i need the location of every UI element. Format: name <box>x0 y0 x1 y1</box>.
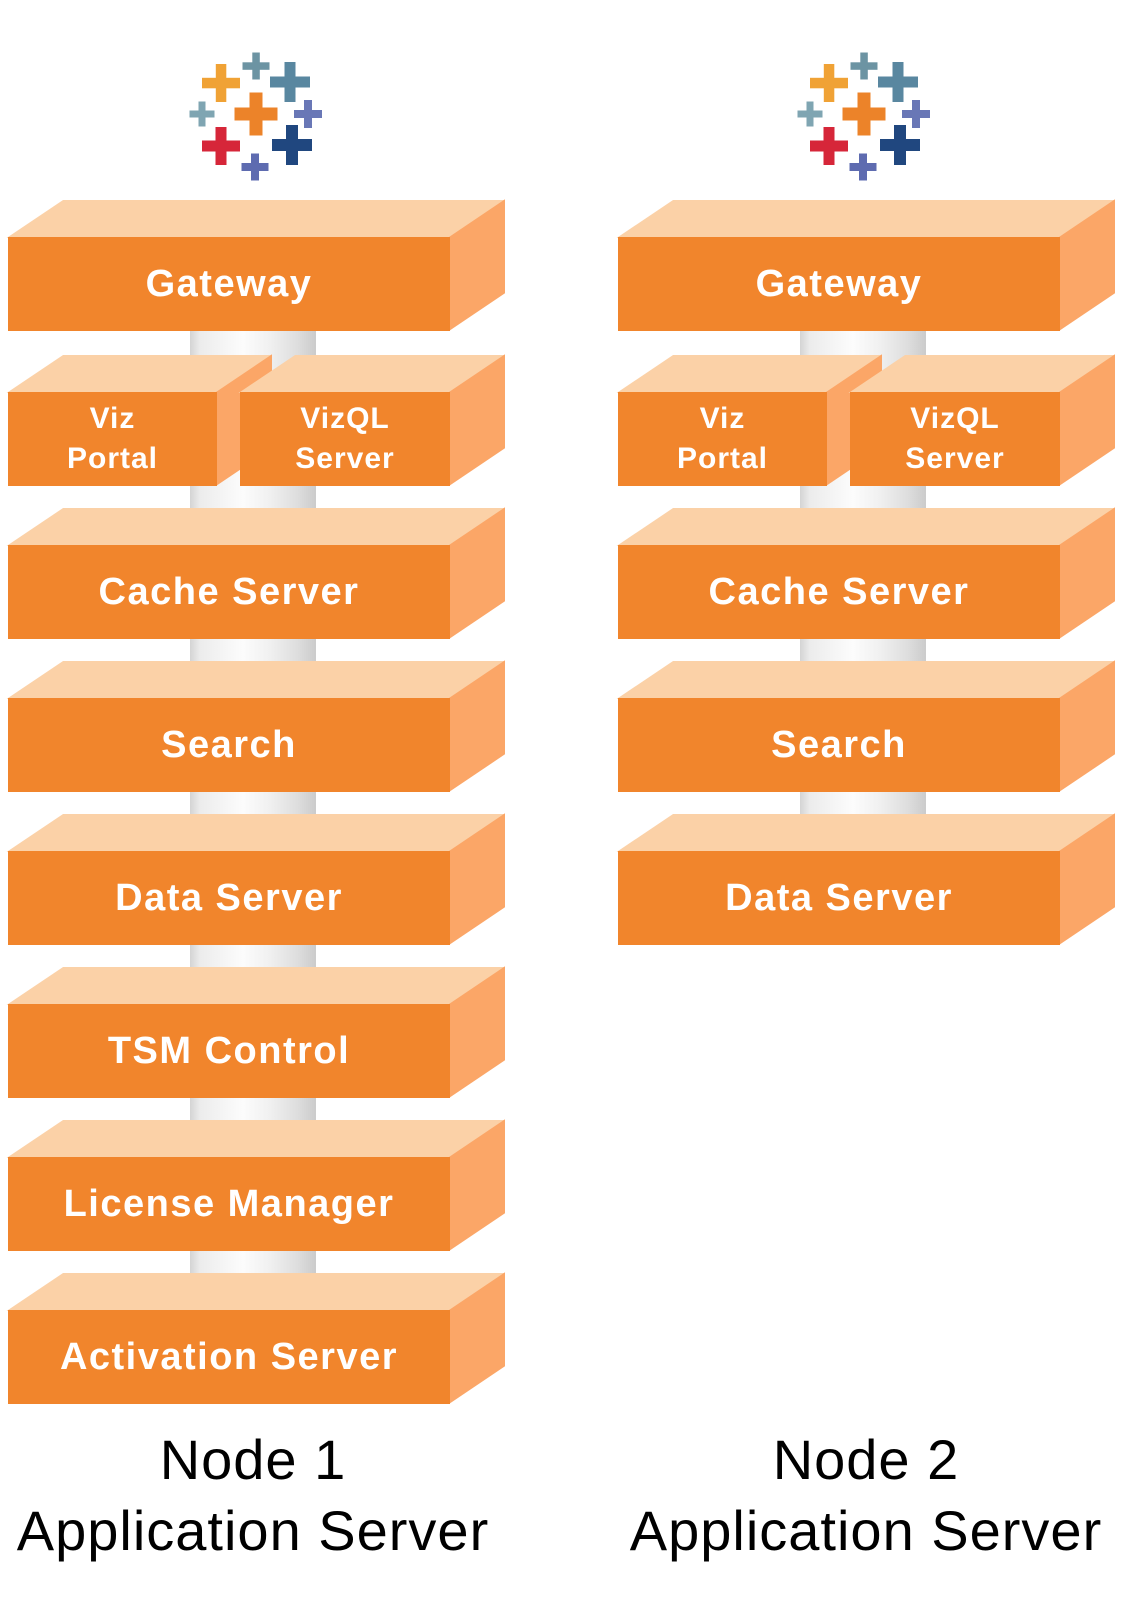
block-label: Cache Server <box>98 570 360 613</box>
block-label: Viz Portal <box>676 402 769 475</box>
block-label: TSM Control <box>107 1029 351 1072</box>
block-front-face: VizQL Server <box>850 392 1060 486</box>
block-front-face: Cache Server <box>618 545 1060 639</box>
block-front-face: Cache Server <box>8 545 450 639</box>
block-top-face <box>6 661 506 699</box>
block-label: License Manager <box>63 1182 395 1225</box>
block-label: Activation Server <box>59 1335 399 1378</box>
block-front-face: Data Server <box>618 851 1060 945</box>
block-label: Data Server <box>115 876 343 919</box>
block-label: Gateway <box>145 262 313 305</box>
tableau-logo <box>189 52 322 181</box>
block-front-face: Gateway <box>618 237 1060 331</box>
block-top-face <box>6 1273 506 1311</box>
node2-caption: Node 2 Application Server <box>556 1424 1127 1566</box>
caption-line: Node 1 <box>159 1428 347 1491</box>
block-front-face: TSM Control <box>8 1004 450 1098</box>
block-front-face: Data Server <box>8 851 450 945</box>
block-label: VizQL Server <box>295 402 395 475</box>
tableau-logo <box>797 52 930 181</box>
block-label: Gateway <box>755 262 923 305</box>
block-label: Data Server <box>725 876 953 919</box>
block-top-face <box>6 967 506 1005</box>
block-front-face: Viz Portal <box>8 392 217 486</box>
node1-caption: Node 1 Application Server <box>0 1424 563 1566</box>
block-front-face: License Manager <box>8 1157 450 1251</box>
block-front-face: Viz Portal <box>618 392 827 486</box>
block-label: VizQL Server <box>905 402 1005 475</box>
block-top-face <box>6 508 506 546</box>
block-front-face: Search <box>618 698 1060 792</box>
caption-line: Application Server <box>16 1499 490 1562</box>
block-top-face <box>616 200 1116 238</box>
block-label: Search <box>161 723 297 766</box>
block-front-face: Gateway <box>8 237 450 331</box>
block-front-face: Search <box>8 698 450 792</box>
block-front-face: VizQL Server <box>240 392 450 486</box>
block-top-face <box>6 200 506 238</box>
block-top-face <box>616 661 1116 699</box>
block-label: Viz Portal <box>66 402 159 475</box>
block-top-face <box>6 814 506 852</box>
caption-line: Node 2 <box>772 1428 960 1491</box>
caption-line: Application Server <box>629 1499 1103 1562</box>
block-label: Cache Server <box>708 570 970 613</box>
block-top-face <box>616 814 1116 852</box>
block-top-face <box>616 508 1116 546</box>
block-top-face <box>6 1120 506 1158</box>
block-label: Search <box>771 723 907 766</box>
block-front-face: Activation Server <box>8 1310 450 1404</box>
